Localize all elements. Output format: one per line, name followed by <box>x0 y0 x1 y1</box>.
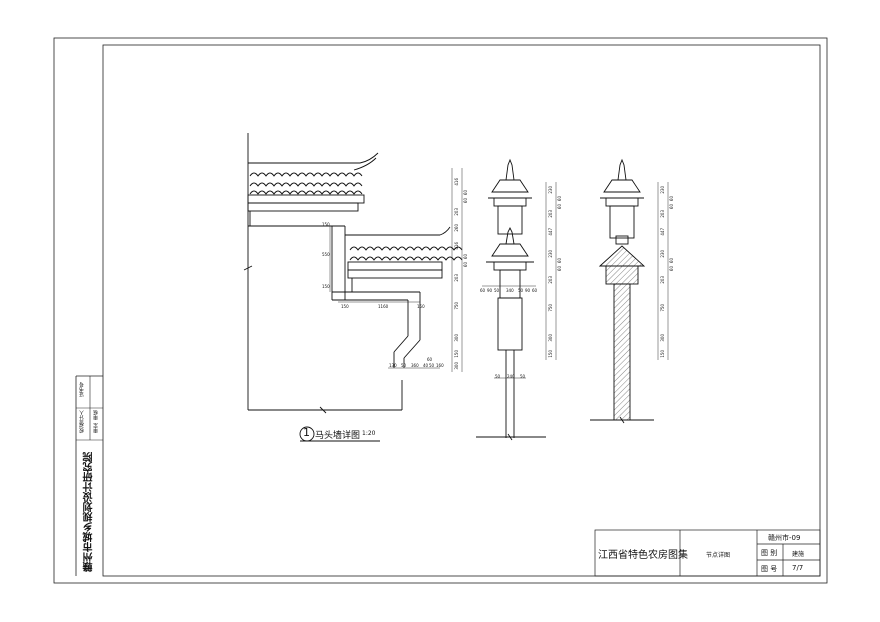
dim-left-1: 150 <box>322 222 330 227</box>
dim-b-4: 447 <box>548 228 553 236</box>
dim-left-10: 40 <box>423 363 429 368</box>
dim-b-11: 150 <box>548 350 553 358</box>
dim-b-1: 60 <box>557 196 562 202</box>
pier-front-elevation <box>476 158 546 441</box>
dim-left-7: 130 <box>389 363 397 368</box>
dim-b-8: 203 <box>548 276 553 284</box>
checker-label: 校对 <box>79 423 85 433</box>
dim-a-4: 260 <box>454 224 459 232</box>
number-value: 7/7 <box>792 564 804 572</box>
dim-c-5: 230 <box>660 250 665 258</box>
left-dimension-lines <box>329 226 440 369</box>
dim-b-5: 230 <box>548 250 553 258</box>
dim-left-8: 50 <box>401 363 407 368</box>
dim-mid-b4: 340 <box>506 288 514 293</box>
dim-b-10: 300 <box>548 334 553 342</box>
dim-b-3: 203 <box>548 210 553 218</box>
dim-mid-b2: 90 <box>487 288 493 293</box>
number-label: 图 号 <box>761 565 778 573</box>
dim-a-7: 60 <box>463 262 468 268</box>
dim-a-10: 300 <box>454 334 459 342</box>
dim-b-6: 60 <box>557 258 562 264</box>
cert-label: 证书号 <box>79 382 85 397</box>
dim-c-4: 447 <box>660 228 665 236</box>
dim-mid-b5: 50 <box>518 288 524 293</box>
gable-wall-elevation <box>243 133 463 414</box>
dim-left-2: 150 <box>341 304 349 309</box>
dim-left-5: 1160 <box>378 304 389 309</box>
dim-a-12: 300 <box>454 362 459 370</box>
dim-a-11: 150 <box>454 350 459 358</box>
category-label: 图 别 <box>761 549 778 557</box>
dimension-column-c <box>657 182 669 360</box>
dim-b-2: 60 <box>557 204 562 210</box>
dim-mid-b6: 90 <box>525 288 531 293</box>
dim-c-11: 150 <box>660 350 665 358</box>
dim-a-2: 60 <box>463 198 468 204</box>
dim-a-0: 416 <box>454 178 459 186</box>
dim-mid-c3: 50 <box>520 374 526 379</box>
institute-name: 赣州市城乡规划设计研究院 <box>84 452 95 572</box>
dim-a-6: 60 <box>463 254 468 260</box>
dim-c-0: 230 <box>660 186 665 194</box>
dimension-column-a <box>451 168 463 372</box>
approver-label: 审定 <box>93 423 99 433</box>
dim-c-7: 60 <box>669 266 674 272</box>
dimension-column-b <box>545 182 557 360</box>
dim-a-9: 750 <box>454 302 459 310</box>
sidebar <box>75 375 103 576</box>
dim-b-9: 750 <box>548 304 553 312</box>
dim-a-3: 203 <box>454 208 459 216</box>
inner-frame <box>102 44 821 577</box>
dim-c-6: 60 <box>669 258 674 264</box>
project-title: 江西省特色农房图集 <box>598 550 688 561</box>
reviewer-label: 审核 <box>93 410 99 420</box>
dim-mid-b7: 60 <box>532 288 538 293</box>
dim-left-6: 150 <box>417 304 425 309</box>
dim-b-0: 230 <box>548 186 553 194</box>
drawing-code: 赣州市-09 <box>768 534 801 542</box>
dim-c-10: 300 <box>660 334 665 342</box>
dim-c-9: 750 <box>660 304 665 312</box>
dim-a-5: 416 <box>454 242 459 250</box>
dim-a-1: 60 <box>463 190 468 196</box>
sheet-name: 节点详图 <box>706 552 731 559</box>
dim-mid-c2: 240 <box>507 374 515 379</box>
dim-c-3: 203 <box>660 210 665 218</box>
middle-dimension-lines <box>482 285 536 379</box>
dim-c-2: 60 <box>669 204 674 210</box>
dim-left-3: 550 <box>322 252 330 257</box>
dim-mid-c1: 50 <box>495 374 501 379</box>
dim-left-4: 150 <box>322 284 330 289</box>
dim-a-8: 203 <box>454 274 459 282</box>
dim-c-8: 203 <box>660 276 665 284</box>
detail-title: 马头墙详图 <box>315 431 361 441</box>
category-value: 建施 <box>792 551 805 558</box>
title-block <box>594 529 821 577</box>
dim-mid-b1: 60 <box>480 288 486 293</box>
detail-scale: 1:20 <box>362 430 376 437</box>
dim-mid-b3: 50 <box>494 288 500 293</box>
dim-b-7: 60 <box>557 266 562 272</box>
dim-left-11: 50 <box>429 363 435 368</box>
dim-left-13: 60 <box>427 357 433 362</box>
detail-caption <box>299 426 380 442</box>
detail-number: 1 <box>303 426 310 439</box>
dim-left-9: 360 <box>411 363 419 368</box>
dim-left-12: 160 <box>436 363 444 368</box>
outer-border <box>53 37 828 584</box>
pier-section <box>590 158 654 424</box>
dim-c-1: 60 <box>669 196 674 202</box>
